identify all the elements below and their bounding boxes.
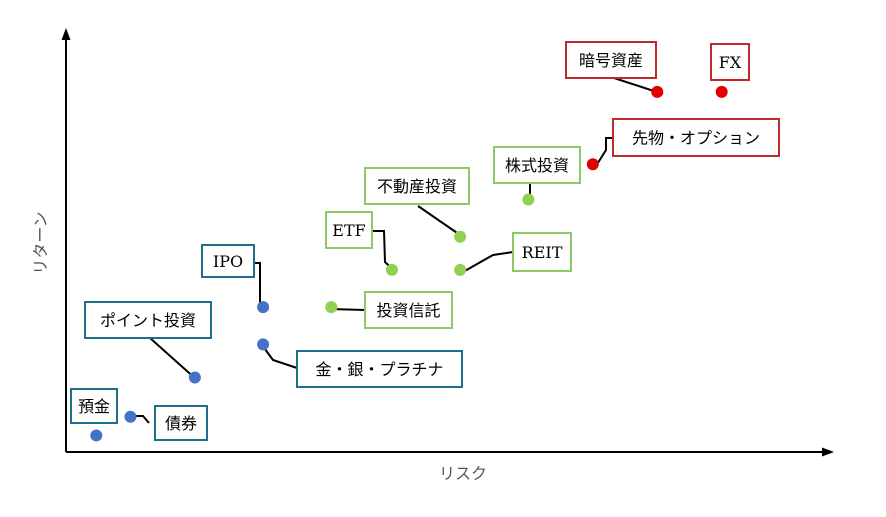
point-4-label-box (296, 350, 463, 388)
point-1-label: 債券 (165, 414, 197, 433)
point-9-label: 株式投資 (505, 156, 569, 175)
point-3-label: IPO (213, 252, 243, 271)
point-10-label-box (612, 118, 780, 157)
point-12-label: FX (719, 53, 742, 72)
x-axis (66, 447, 834, 457)
point-0-label: 預金 (78, 397, 110, 416)
point-7-leader-line (417, 205, 464, 238)
point-12-marker (715, 85, 728, 98)
point-2-label: ポイント投資 (100, 311, 196, 330)
point-5-marker (325, 301, 338, 314)
point-1-label-box (154, 405, 208, 441)
point-0-marker (90, 429, 103, 442)
point-11-label-box (565, 41, 657, 79)
point-4-label: 金・銀・プラチナ (315, 360, 443, 379)
point-2-marker (188, 371, 201, 384)
point-8-label: REIT (522, 243, 563, 262)
point-4-leader-line (261, 344, 298, 369)
y-axis-label: リターン (31, 211, 50, 274)
point-3-marker (257, 301, 270, 314)
point-10-leader-line (595, 137, 613, 167)
point-11-marker (651, 85, 664, 98)
point-10-label: 先物・オプション (632, 129, 760, 148)
point-6-label-box (325, 211, 373, 249)
point-9-marker (522, 193, 535, 206)
point-6-marker (385, 263, 398, 276)
point-2-label-box (84, 301, 212, 339)
point-5-label: 投資信託 (376, 301, 440, 320)
point-6-label: ETF (332, 221, 365, 240)
point-9-label-box (493, 146, 581, 184)
point-4-marker (257, 338, 270, 351)
point-7-marker (454, 230, 467, 243)
point-12-label-box (710, 43, 750, 81)
point-7-label-box (364, 167, 470, 205)
point-5-label-box (364, 291, 453, 329)
x-axis-label: リスク (439, 464, 487, 483)
point-2-leader-line (149, 337, 198, 381)
point-7-label: 不動産投資 (377, 177, 457, 196)
y-axis (61, 28, 71, 452)
x-axis-arrowhead (822, 447, 834, 457)
point-8-label-box (512, 232, 572, 272)
point-11-label: 暗号資産 (579, 51, 643, 70)
data-points (90, 85, 728, 442)
point-8-leader-line (462, 251, 514, 273)
point-3-label-box (201, 244, 255, 278)
point-8-marker (454, 263, 467, 276)
y-axis-arrowhead (61, 28, 71, 40)
point-0-label-box (70, 388, 118, 424)
point-10-marker (586, 158, 599, 171)
point-1-marker (124, 410, 137, 423)
